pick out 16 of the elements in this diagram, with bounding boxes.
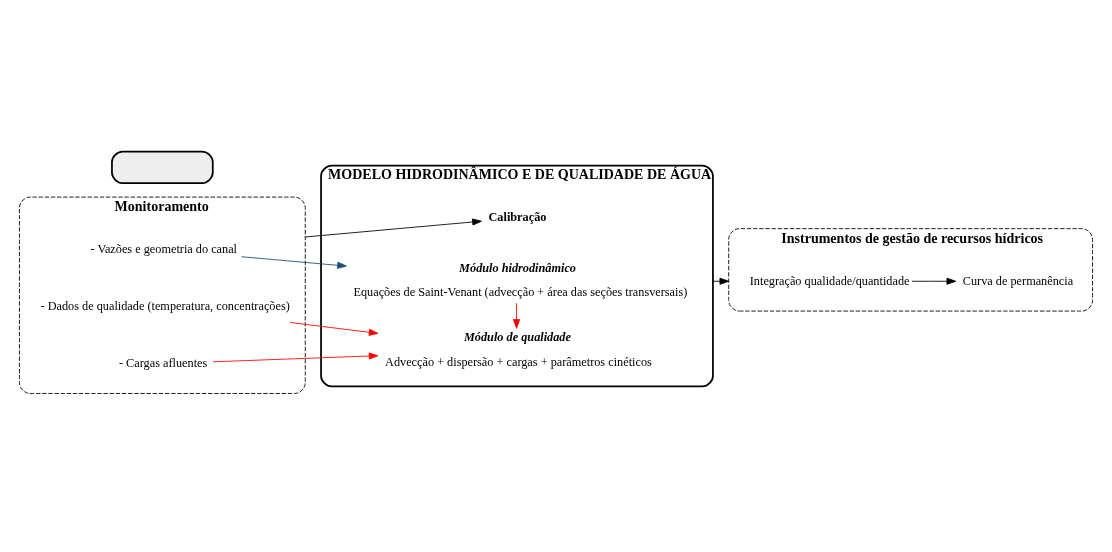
node-text: Integração qualidade/quantidade bbox=[749, 273, 910, 288]
node-text: - Vazões e geometria do canal bbox=[90, 241, 238, 256]
node-text: Calibração bbox=[488, 209, 547, 224]
arrow bbox=[241, 256, 347, 269]
arrow bbox=[289, 322, 379, 336]
arrow bbox=[911, 277, 957, 285]
node-text: Curva de permanência bbox=[962, 273, 1074, 288]
arrow bbox=[513, 302, 521, 329]
arrow bbox=[304, 218, 482, 238]
arrow bbox=[712, 277, 730, 285]
node-text: Módulo de qualidade Advecção + dispersão + cargas + parâmetros cinéticos bbox=[385, 330, 652, 369]
arrow bbox=[212, 352, 379, 363]
node-box bbox=[111, 150, 214, 184]
node-text: - Dados de qualidade (temperatura, concentrações) bbox=[40, 298, 290, 313]
node-text: - Cargas afluentes bbox=[118, 355, 208, 370]
node-text: Módulo hidrodinâmico Equações de Saint-Venant (advecção + área das seções transversais) bbox=[353, 260, 688, 300]
